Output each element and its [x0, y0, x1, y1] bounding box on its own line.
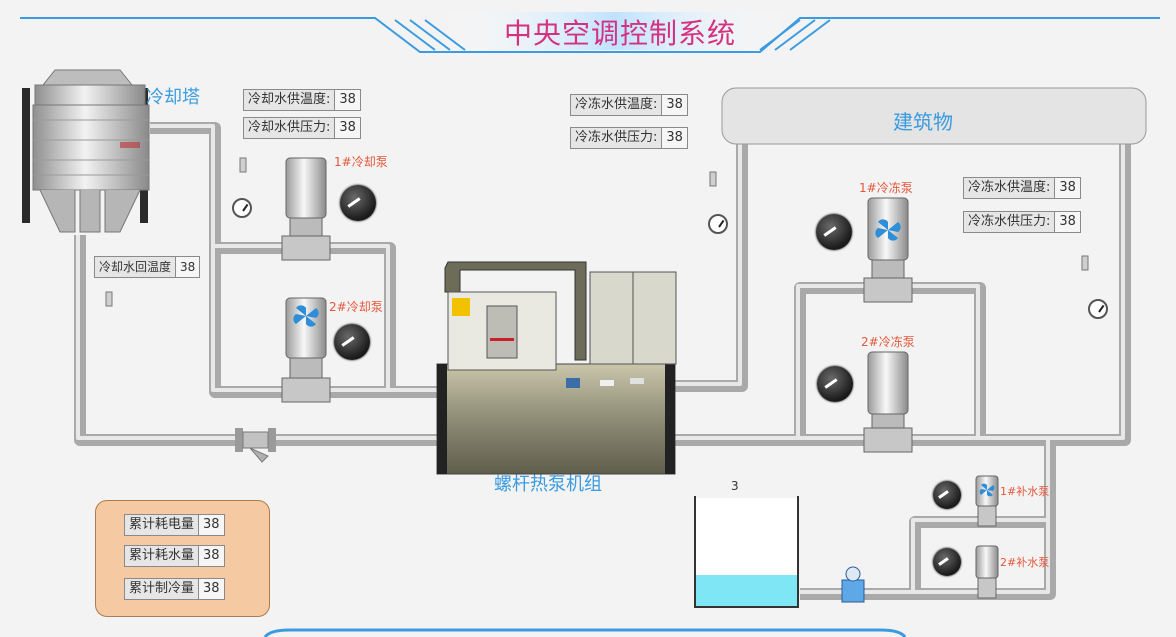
makeup-pump-2-knob[interactable]: [933, 548, 961, 576]
makeup-pump-2-body: [975, 545, 999, 599]
chilled-pump-1-body: [863, 197, 913, 303]
header-decoration: [20, 12, 1160, 637]
chw-supply-pressure-readout-2: 冷冻水供压力: 38: [963, 211, 1081, 233]
cooling-tower: [22, 69, 150, 233]
stat-value: 38: [199, 579, 224, 599]
reading-value: 38: [335, 90, 360, 110]
water-tank: [694, 496, 799, 608]
reading-value: 38: [662, 95, 687, 115]
chilled-pump-2-knob[interactable]: [817, 366, 853, 402]
chilled-pump-2-body: [863, 351, 913, 453]
chilled-pump-1-knob[interactable]: [816, 214, 852, 250]
makeup-pump-1-body: [975, 475, 999, 527]
building: [721, 87, 1147, 145]
cooling-pump-1-knob[interactable]: [340, 185, 376, 221]
page-title: 中央空调控制系统: [503, 17, 736, 50]
chiller-unit: [436, 261, 677, 475]
building-label: 建筑物: [893, 110, 953, 134]
cooling-pump-2-body: [281, 297, 331, 403]
chw-supply-temp-readout-2: 冷冻水供温度: 38: [963, 177, 1081, 199]
reading-value: 38: [176, 257, 200, 277]
flow-meter: [841, 566, 865, 603]
chw-supply-temp-readout: 冷冻水供温度: 38: [570, 94, 688, 116]
reading-value: 38: [335, 118, 360, 138]
chilled-pump-2-label: 2#冷冻泵: [861, 335, 915, 349]
pressure-gauge-icon: [708, 214, 728, 234]
pressure-gauge-icon: [1088, 299, 1108, 319]
reading-label: 冷冻水供压力:: [964, 212, 1056, 232]
cooling-pump-1-body: [281, 157, 331, 261]
reading-label: 冷冻水供温度:: [964, 178, 1056, 198]
reading-value: 38: [662, 128, 687, 148]
sensors: [105, 157, 1089, 307]
cooling-pump-2-label: 2#冷却泵: [329, 300, 383, 314]
cw-return-temp-readout: 冷却水回温度 38: [94, 256, 201, 278]
stat-label: 累计制冷量: [125, 579, 200, 599]
pump-bodies: [281, 157, 999, 599]
cw-supply-pressure-readout: 冷却水供压力: 38: [243, 117, 361, 139]
stats-panel: 累计耗电量 38 累计耗水量 38 累计制冷量 38: [95, 500, 270, 617]
tank-level-value: 3: [731, 479, 739, 493]
stat-electricity: 累计耗电量 38: [124, 514, 225, 536]
cooling-tower-label: 冷却塔: [146, 87, 200, 108]
stat-value: 38: [199, 546, 224, 566]
reading-label: 冷却水回温度: [95, 257, 177, 277]
cooling-pump-1-label: 1#冷却泵: [334, 155, 388, 169]
reading-label: 冷却水供压力:: [244, 118, 336, 138]
cooling-pump-2-knob[interactable]: [334, 324, 370, 360]
strainer-valve: [235, 428, 276, 463]
stat-value: 38: [199, 515, 224, 535]
reading-label: 冷冻水供温度:: [571, 95, 663, 115]
reading-label: 冷却水供温度:: [244, 90, 336, 110]
makeup-pump-1-knob[interactable]: [933, 481, 961, 509]
reading-value: 38: [1055, 178, 1080, 198]
chilled-pump-1-label: 1#冷冻泵: [859, 181, 913, 195]
cw-supply-temp-readout: 冷却水供温度: 38: [243, 89, 361, 111]
stat-label: 累计耗电量: [125, 515, 200, 535]
stat-cooling: 累计制冷量 38: [124, 578, 225, 600]
reading-label: 冷冻水供压力:: [571, 128, 663, 148]
reading-value: 38: [1055, 212, 1080, 232]
stat-water: 累计耗水量 38: [124, 545, 225, 567]
chiller-label: 螺杆热泵机组: [494, 474, 602, 495]
stat-label: 累计耗水量: [125, 546, 200, 566]
pressure-gauge-icon: [232, 198, 252, 218]
chw-supply-pressure-readout: 冷冻水供压力: 38: [570, 127, 688, 149]
makeup-pump-1-label: 1#补水泵: [1000, 485, 1050, 498]
makeup-pump-2-label: 2#补水泵: [1000, 556, 1050, 569]
